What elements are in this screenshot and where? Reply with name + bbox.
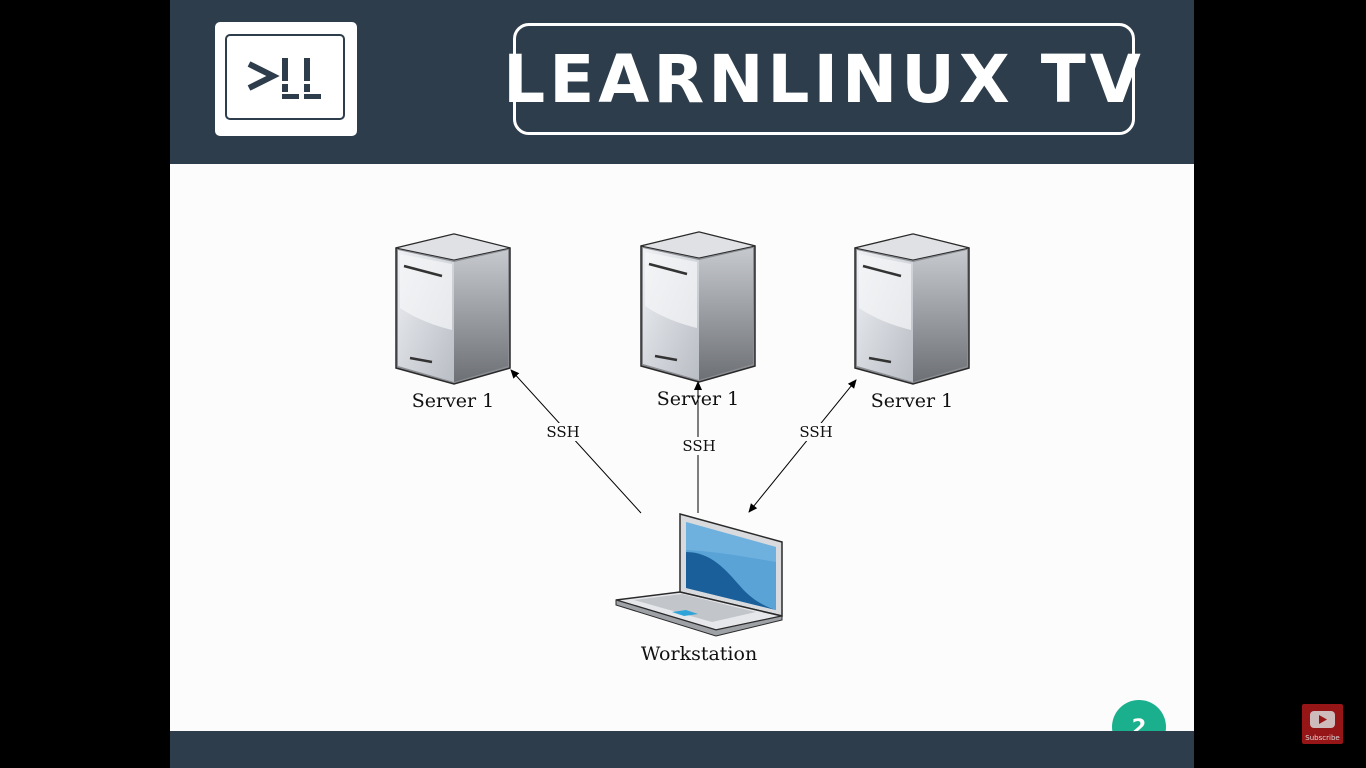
slide: LEARNLINUX TV (170, 0, 1194, 768)
ssh-connection-line (510, 369, 642, 514)
server-label: Server 1 (870, 390, 954, 412)
brand-banner: LEARNLINUX TV (503, 23, 1145, 135)
logo-tile (215, 22, 357, 136)
server-icon (640, 231, 756, 383)
workstation-label: Workstation (640, 643, 758, 665)
brand-title: LEARNLINUX TV (503, 40, 1145, 118)
slide-footer (170, 731, 1194, 768)
youtube-icon (1310, 711, 1335, 728)
slide-header: LEARNLINUX TV (170, 0, 1194, 164)
ssh-label: SSH (680, 437, 718, 455)
network-diagram (395, 231, 970, 637)
subscribe-label: Subscribe (1305, 734, 1340, 742)
subscribe-button[interactable]: Subscribe (1302, 704, 1343, 744)
ssh-label: SSH (544, 423, 582, 441)
server-label: Server 1 (411, 390, 495, 412)
ssh-connection-line (748, 379, 857, 513)
server-icon (854, 233, 970, 385)
server-label: Server 1 (656, 388, 740, 410)
ssh-label: SSH (797, 423, 835, 441)
laptop-icon (615, 513, 783, 637)
terminal-logo-icon (225, 34, 345, 120)
server-icon (395, 233, 511, 385)
